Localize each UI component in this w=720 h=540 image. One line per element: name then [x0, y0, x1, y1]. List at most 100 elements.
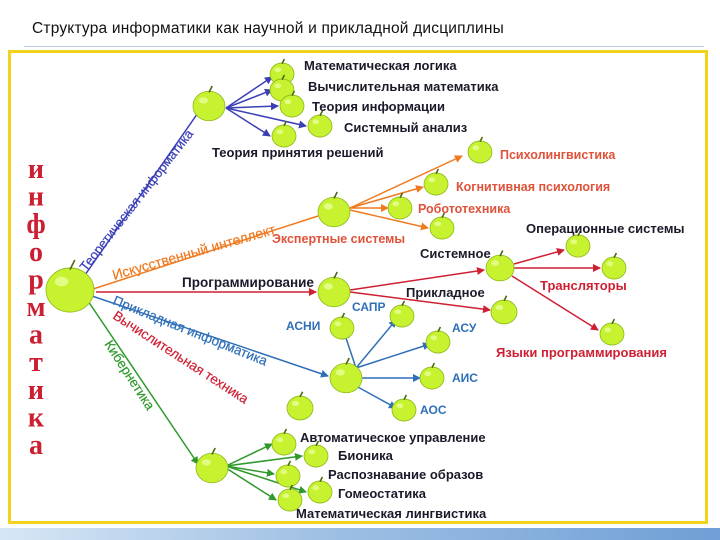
apple-system [485, 250, 515, 282]
connector-asu [355, 342, 431, 369]
item-math-logic: Математическая логика [304, 58, 457, 73]
vertical-letter: а [29, 320, 43, 351]
apple-ais [419, 362, 445, 390]
item-homeostatics: Гомеостатика [338, 486, 427, 501]
connector-root-cybernetics [85, 297, 199, 465]
item-bionics: Бионика [338, 448, 394, 463]
vertical-letter: а [29, 430, 43, 461]
branch-cybernetics: Кибернетика [101, 337, 157, 413]
apple-cybernetics [195, 447, 229, 484]
apple-aos [391, 394, 417, 422]
slide-title: Структура информатики как научной и прик… [32, 20, 504, 37]
item-asni: АСНИ [286, 319, 320, 333]
connector-os [513, 248, 565, 265]
ai-connectors [89, 155, 463, 291]
connector-psycholinguistics [349, 155, 463, 209]
apple-pattern [275, 460, 301, 488]
vertical-letter: о [29, 237, 43, 268]
apple-decision-theory [271, 120, 297, 148]
item-comp-math: Вычислительная математика [308, 79, 499, 94]
item-os: Операционные системы [526, 221, 685, 236]
applied-items: САПР АСНИ АСУ АИС АОС [286, 300, 478, 417]
apple-robotics [387, 192, 413, 220]
cybernetics-connectors [85, 297, 307, 501]
connector-homeostatics [225, 465, 307, 494]
connector-math-ling [225, 467, 277, 501]
applied-connectors [91, 295, 431, 409]
connector-languages [511, 275, 599, 331]
vertical-letter: м [26, 292, 45, 323]
programming-items: Системное Прикладное Операционные систем… [406, 221, 685, 300]
apple-os [565, 230, 591, 258]
connector-asni [355, 319, 397, 369]
item-info-theory: Теория информации [312, 99, 445, 114]
apple-root [45, 259, 95, 313]
apple-homeostatics [307, 476, 333, 504]
connector-applied-prog [349, 291, 491, 314]
apple-computing [286, 391, 314, 421]
item-math-ling: Математическая лингвистика [296, 506, 487, 521]
connector-decision-theory [225, 107, 271, 137]
connector-aos [355, 385, 397, 409]
connector-comp-math [225, 88, 273, 109]
apple-cognitive [423, 168, 449, 196]
vertical-letter: к [28, 402, 45, 433]
apple-auto-control [271, 428, 297, 456]
vertical-letter: н [28, 182, 44, 213]
node-apples [45, 58, 627, 512]
item-robotics: Робототехника [418, 202, 511, 216]
item-cognitive: Когнитивная психология [456, 180, 610, 194]
item-languages: Языки программирования [496, 345, 667, 360]
diagram-frame [8, 50, 708, 524]
apple-languages [599, 318, 625, 346]
apple-programming [317, 271, 351, 308]
theoretical-items: Математическая логика Вычислительная мат… [212, 58, 499, 160]
vertical-letter: т [29, 347, 43, 378]
programming-subitems: Трансляторы Языки программирования [496, 278, 667, 360]
connector-expert [349, 209, 429, 231]
apple-asu [425, 326, 451, 354]
vertical-letter: р [28, 264, 44, 295]
ai-items: Психолингвистика Когнитивная психология … [272, 148, 616, 246]
bottom-decor-bar [0, 528, 720, 540]
connector-bionics [225, 452, 303, 467]
apple-math-logic [269, 58, 295, 86]
connector-auto-control [225, 443, 273, 467]
connector-root-applied [91, 295, 329, 378]
connector-system-analysis [225, 107, 307, 129]
connector-math-logic [225, 76, 273, 109]
apple-expert [429, 212, 455, 240]
item-psycholinguistics: Психолингвистика [500, 148, 616, 162]
vertical-word: информатика [26, 154, 45, 461]
apple-info-theory [279, 90, 305, 118]
apple-applied [329, 357, 363, 394]
item-applied-prog: Прикладное [406, 285, 485, 300]
apple-theory [192, 85, 226, 122]
vertical-letter: ф [26, 209, 45, 240]
connector-system [349, 267, 485, 291]
vertical-letter: и [28, 375, 44, 406]
apple-ai [317, 191, 351, 228]
title-rule [24, 46, 704, 47]
item-sapr: САПР [352, 300, 386, 314]
apple-applied-prog [490, 295, 518, 325]
apple-translators [601, 252, 627, 280]
header-band [0, 0, 720, 44]
connector-root-theory [77, 109, 201, 286]
item-asu: АСУ [452, 321, 477, 335]
apple-bionics [303, 440, 329, 468]
item-translators: Трансляторы [540, 278, 627, 293]
branch-programming: Программирование [182, 275, 314, 290]
connector-root-ai [89, 215, 319, 291]
item-pattern: Распознавание образов [328, 467, 483, 482]
cybernetics-items: Автоматическое управление Бионика Распоз… [296, 430, 487, 521]
connector-pattern [225, 465, 275, 477]
item-expert: Экспертные системы [272, 232, 405, 246]
item-system-analysis: Системный анализ [344, 120, 468, 135]
apple-system-analysis [307, 110, 333, 138]
apple-asni [389, 300, 415, 328]
item-system: Системное [420, 246, 491, 261]
item-ais: АИС [452, 371, 478, 385]
